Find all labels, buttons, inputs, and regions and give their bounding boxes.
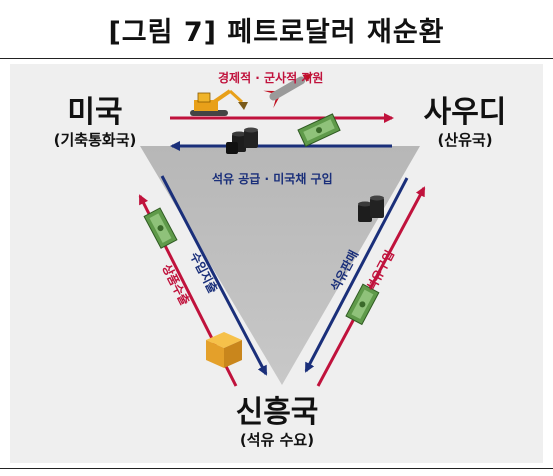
label-usa-to-saudi: 경제적 · 군사적 지원 [218,71,324,85]
node-saudi: 사우디 (산유국) [410,96,520,150]
node-usa-sub: (기축통화국) [53,131,137,149]
arrow-emerging-to-saudi [316,186,426,387]
oil-barrel-icon [226,127,258,154]
cardboard-box-icon [206,332,242,368]
bottom-rule [0,468,553,469]
cash-stack-icon [345,283,380,326]
oil-barrel-icon [358,195,384,222]
label-saudi-to-usa: 석유 공급 · 미국채 구입 [212,172,333,186]
node-usa: 미국 (기축통화국) [30,96,160,150]
excavator-icon [190,89,248,116]
top-rule [0,58,553,59]
arrow-usa-to-emerging [160,175,268,376]
cash-stack-icon [297,113,341,147]
figure-title: [그림 7] 페트로달러 재순환 [108,17,445,48]
center-triangle [140,146,420,385]
node-emerging-sub: (석유 수요) [239,431,315,449]
node-saudi-name: 사우디 [423,95,507,130]
cash-stack-icon [143,207,178,249]
node-emerging-name: 신흥국 [235,395,319,430]
node-saudi-sub: (산유국) [437,131,493,149]
node-emerging: 신흥국 (석유 수요) [212,396,342,450]
arrow-saudi-to-emerging [304,177,409,373]
node-usa-name: 미국 [67,95,123,130]
